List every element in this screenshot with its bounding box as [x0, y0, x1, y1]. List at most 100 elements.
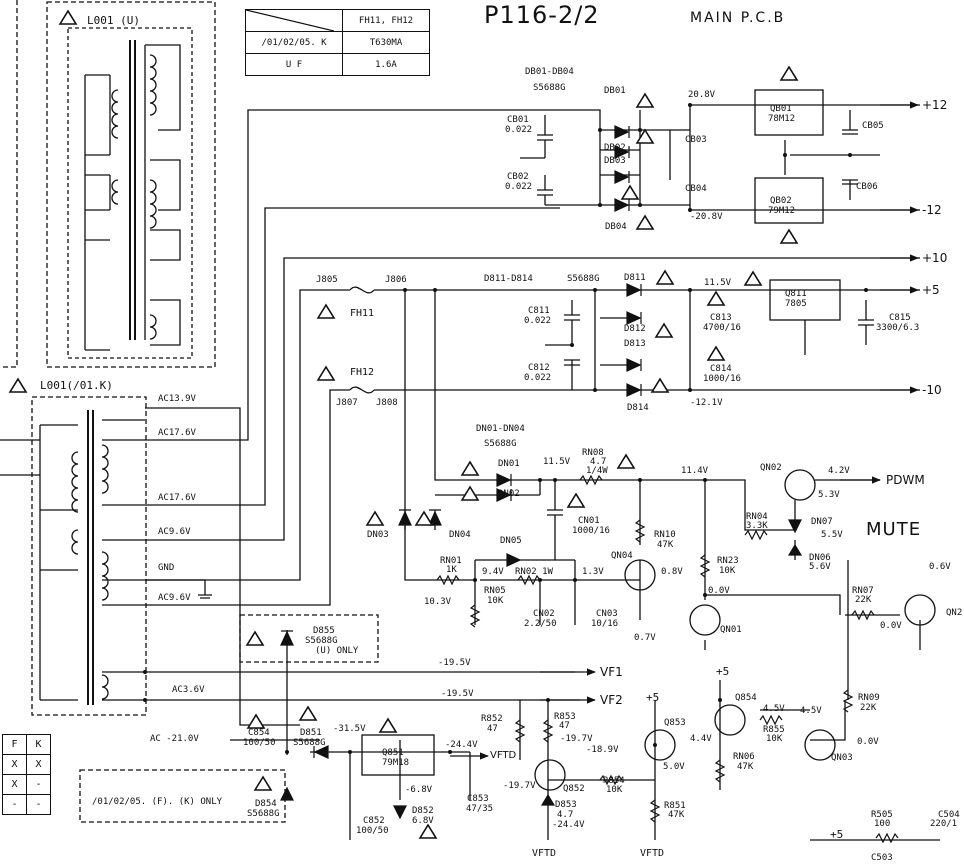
voltage-label: -19.5V [438, 658, 471, 668]
part-label: RN01 [440, 556, 462, 566]
part-label: 0.022 [524, 373, 552, 383]
part-label: 10/16 [591, 619, 619, 629]
ac-label: AC -21.0V [150, 734, 199, 744]
version-note: /01/02/05. (F). (K) ONLY [92, 797, 223, 807]
part-label: CB04 [685, 184, 707, 194]
part-label: QN04 [611, 551, 633, 561]
part-label: DB03 [604, 156, 626, 166]
voltage-label: 9.4V [482, 567, 504, 577]
part-label: 10K [766, 734, 783, 744]
part-label: CN03 [596, 609, 618, 619]
part-label: QB01 [770, 104, 792, 114]
supply-label: +5 [830, 828, 844, 841]
voltage-label: -24.4V [552, 820, 585, 830]
voltage-label: 1.3V [582, 567, 604, 577]
part-label: 10K [487, 596, 504, 606]
fuse-table-corner [245, 9, 343, 32]
part-label: 47K [737, 762, 754, 772]
voltage-label: 0.6V [929, 562, 951, 572]
part-label: C814 [710, 364, 732, 374]
voltage-label: 0.7V [634, 633, 656, 643]
part-label: 3.3K [746, 521, 768, 531]
part-label: R853 [554, 712, 576, 722]
part-label: S5688G [247, 809, 280, 819]
part-label: C812 [528, 363, 550, 373]
voltage-label: 0.0V [708, 586, 730, 596]
part-label: C853 [467, 794, 489, 804]
fuse-table-value: T630MA [342, 31, 430, 54]
part-label: 79M18 [382, 758, 410, 768]
version-table-cell: - [2, 794, 27, 815]
part-label: 79M12 [768, 206, 796, 216]
part-label: DN05 [500, 536, 522, 546]
part-label: RN05 [484, 586, 506, 596]
part-label: DB01 [604, 86, 626, 96]
part-label: DB02 [604, 143, 626, 153]
part-label: Q854 [735, 693, 757, 703]
part-label: DN06 [809, 553, 831, 563]
part-label: 220/1 [930, 819, 958, 829]
part-label: Q851 [382, 748, 404, 758]
supply-label: +5 [716, 665, 730, 678]
part-label: C852 [363, 816, 385, 826]
part-label: RN07 [852, 586, 874, 596]
vftd-label: VFTD [640, 848, 665, 859]
part-label: J808 [376, 398, 398, 408]
fuse-table-header: FH11, FH12 [342, 9, 430, 32]
rail-label: VF2 [600, 693, 623, 707]
voltage-label: 0.8V [661, 567, 683, 577]
part-label: 1/4W [586, 466, 608, 476]
part-label: C815 [889, 313, 911, 323]
part-label: 10K [606, 785, 623, 795]
part-label: Q852 [563, 784, 585, 794]
part-label: R505 [871, 810, 893, 820]
rail-label: -12 [922, 203, 942, 217]
transformer-label: L001 (U) [87, 14, 140, 27]
part-label: 47 [559, 721, 570, 731]
rail-label: VFTD [490, 750, 517, 761]
part-label: RN02 1W [515, 567, 553, 577]
part-label: DN07 [811, 517, 833, 527]
part-label: 47/35 [466, 804, 494, 814]
part-label: D811 [624, 273, 646, 283]
fuse-table-value: 1.6A [342, 53, 430, 76]
voltage-label: -18.9V [586, 745, 619, 755]
voltage-label: 4.5V [763, 704, 785, 714]
part-label: C854 [248, 728, 270, 738]
ac-label: AC3.6V [172, 685, 205, 695]
voltage-label: -19.7V [560, 734, 593, 744]
part-label: 1K [446, 565, 457, 575]
ac-label: AC17.6V [158, 493, 196, 503]
part-label: D855 [313, 626, 335, 636]
part-label: 1000/16 [572, 526, 610, 536]
part-label: D853 [555, 800, 577, 810]
part-label: 4700/16 [703, 323, 741, 333]
part-label: QN03 [831, 753, 853, 763]
part-label: RN06 [733, 752, 755, 762]
voltage-label: 10.3V [424, 597, 452, 607]
part-label: Q853 [664, 718, 686, 728]
voltage-label: 4.5V [800, 706, 822, 716]
voltage-label: -20.8V [690, 212, 723, 222]
part-label: D814 [627, 403, 649, 413]
part-label: 47 [487, 724, 498, 734]
regulator-q851 [361, 734, 435, 776]
part-label: QN02 [760, 463, 782, 473]
voltage-label: 4.2V [828, 466, 850, 476]
ac-label: AC17.6V [158, 428, 196, 438]
part-label: QN01 [720, 625, 742, 635]
voltage-label: 11.5V [543, 457, 571, 467]
part-label: 22K [855, 595, 872, 605]
rail-label: PDWM [886, 473, 925, 487]
rail-label: +10 [922, 251, 948, 265]
voltage-label: 5.0V [663, 762, 685, 772]
supply-label: +5 [646, 691, 660, 704]
regulator-qb01 [754, 89, 824, 136]
fuse-table-region: /01/02/05. K [245, 31, 343, 54]
part-label: 2.2/50 [524, 619, 557, 629]
part-label: RN08 [582, 448, 604, 458]
part-label: DN01-DN04 [476, 424, 525, 434]
rail-label: VF1 [600, 665, 623, 679]
rail-label: +12 [922, 98, 948, 112]
